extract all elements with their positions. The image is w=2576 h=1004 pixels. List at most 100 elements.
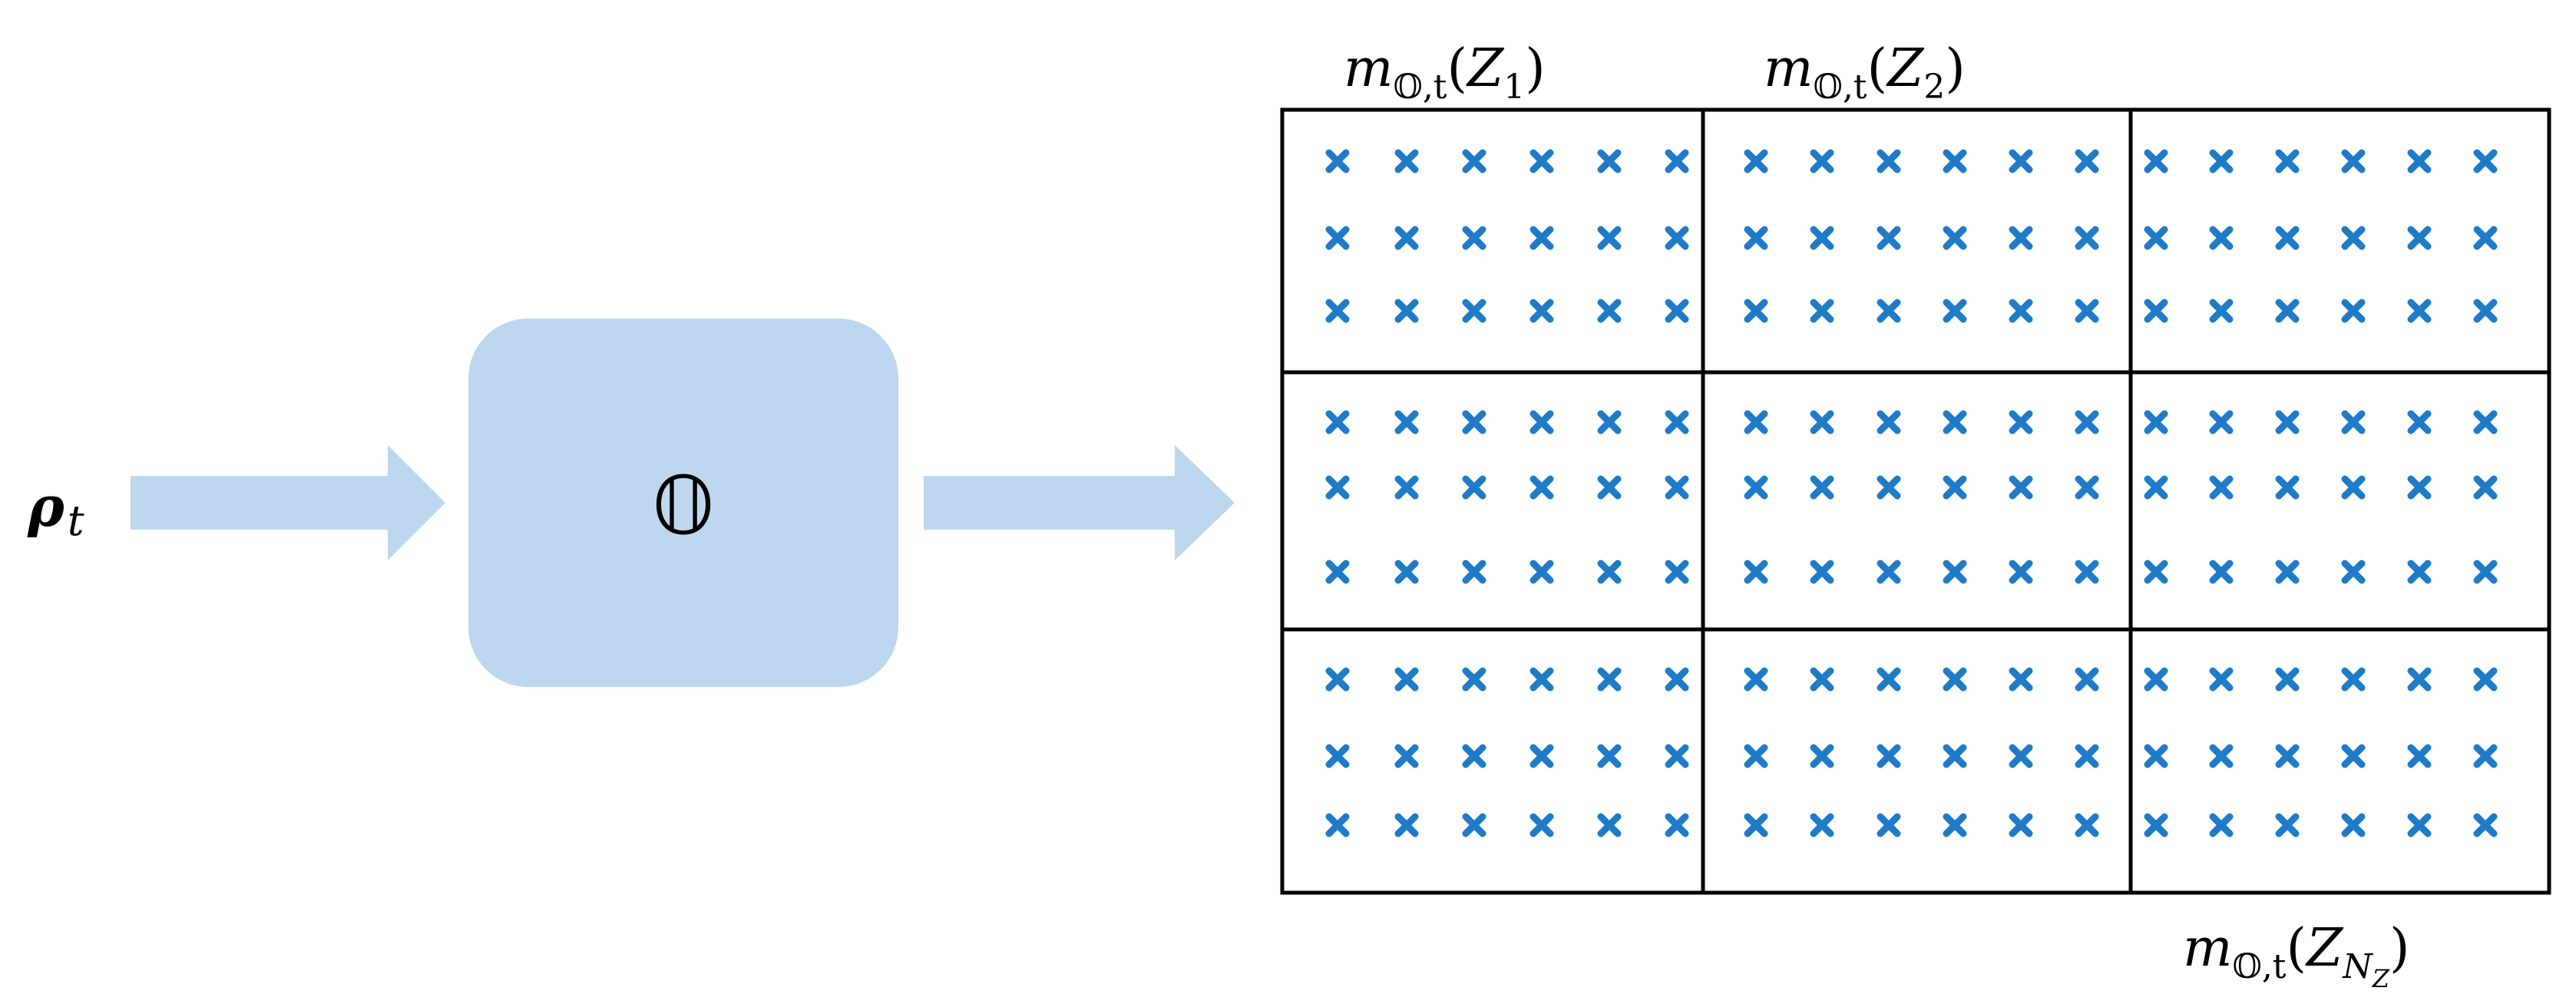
measurement-marker	[2407, 226, 2432, 250]
measurement-marker	[1810, 475, 1834, 500]
zone-label-nz: m𝕆,t(ZNZ)	[2183, 918, 2410, 993]
measurement-marker	[2341, 226, 2366, 250]
measurement-marker	[2144, 560, 2168, 584]
measurement-marker	[2075, 813, 2099, 837]
measurement-marker	[2407, 667, 2432, 692]
measurement-marker	[2275, 560, 2300, 584]
grid-border	[1280, 107, 2551, 895]
measurement-marker	[1744, 667, 1768, 692]
measurement-marker	[1462, 813, 1486, 837]
measurement-marker	[1810, 410, 1834, 434]
measurement-marker	[2009, 299, 2033, 323]
zone-grid	[1280, 107, 2551, 895]
measurement-marker	[1597, 410, 1622, 434]
measurement-marker	[1877, 410, 1901, 434]
measurement-marker	[1665, 667, 1689, 692]
measurement-marker	[1394, 149, 1419, 173]
measurement-marker	[2341, 475, 2366, 500]
measurement-marker	[1462, 410, 1486, 434]
measurement-marker	[2075, 410, 2099, 434]
measurement-marker	[1877, 149, 1901, 173]
input-label: ρt	[27, 474, 84, 545]
measurement-marker	[1744, 560, 1768, 584]
measurement-marker	[1462, 149, 1486, 173]
measurement-marker	[2009, 475, 2033, 500]
measurement-marker	[1665, 475, 1689, 500]
measurement-marker	[2009, 226, 2033, 250]
measurement-marker	[2473, 475, 2498, 500]
measurement-marker	[2009, 560, 2033, 584]
output-arrow	[924, 445, 1235, 560]
measurement-marker	[1744, 226, 1768, 250]
measurement-marker	[1325, 813, 1350, 837]
measurement-marker	[2075, 226, 2099, 250]
measurement-marker	[1877, 744, 1901, 768]
measurement-marker	[1325, 667, 1350, 692]
measurement-marker	[2341, 149, 2366, 173]
measurement-marker	[2209, 475, 2234, 500]
measurement-marker	[2275, 299, 2300, 323]
measurement-marker	[2144, 744, 2168, 768]
measurement-marker	[2075, 744, 2099, 768]
measurement-marker	[2075, 299, 2099, 323]
measurement-marker	[1462, 299, 1486, 323]
measurement-marker	[2407, 410, 2432, 434]
measurement-marker	[1877, 299, 1901, 323]
measurement-marker	[2473, 299, 2498, 323]
measurement-marker	[1529, 813, 1554, 837]
measurement-marker	[2144, 149, 2168, 173]
measurement-marker	[1877, 667, 1901, 692]
measurement-marker	[1744, 744, 1768, 768]
measurement-marker	[1325, 226, 1350, 250]
measurement-marker	[1810, 744, 1834, 768]
measurement-marker	[2009, 744, 2033, 768]
measurement-marker	[1597, 813, 1622, 837]
measurement-marker	[2473, 226, 2498, 250]
measurement-marker	[1665, 299, 1689, 323]
measurement-marker	[1529, 475, 1554, 500]
measurement-marker	[1462, 744, 1486, 768]
measurement-marker	[2473, 149, 2498, 173]
measurement-marker	[1665, 813, 1689, 837]
measurement-marker	[1943, 560, 1967, 584]
measurement-marker	[1394, 813, 1419, 837]
measurement-marker	[2407, 813, 2432, 837]
measurement-marker	[2209, 560, 2234, 584]
measurement-marker	[1877, 813, 1901, 837]
measurement-marker	[1877, 226, 1901, 250]
measurement-marker	[2473, 744, 2498, 768]
measurement-marker	[2209, 226, 2234, 250]
measurement-marker	[1943, 149, 1967, 173]
measurement-marker	[2473, 410, 2498, 434]
measurement-marker	[2209, 299, 2234, 323]
measurement-marker	[2275, 410, 2300, 434]
measurement-marker	[2209, 744, 2234, 768]
measurement-marker	[2275, 226, 2300, 250]
measurement-marker	[1529, 744, 1554, 768]
measurement-marker	[2144, 410, 2168, 434]
measurement-marker	[2275, 744, 2300, 768]
measurement-marker	[1529, 299, 1554, 323]
measurement-marker	[1810, 149, 1834, 173]
measurement-marker	[2341, 410, 2366, 434]
measurement-marker	[2341, 667, 2366, 692]
measurement-marker	[1597, 226, 1622, 250]
measurement-marker	[1810, 667, 1834, 692]
measurement-marker	[1597, 475, 1622, 500]
measurement-marker	[1943, 667, 1967, 692]
measurement-marker	[1810, 226, 1834, 250]
measurement-marker	[1943, 744, 1967, 768]
measurement-marker	[1744, 299, 1768, 323]
measurement-marker	[1665, 149, 1689, 173]
measurement-marker	[2275, 813, 2300, 837]
measurement-marker	[2473, 813, 2498, 837]
measurement-points	[1325, 149, 2498, 837]
measurement-marker	[2407, 560, 2432, 584]
measurement-marker	[2473, 667, 2498, 692]
measurement-marker	[2209, 410, 2234, 434]
measurement-marker	[1597, 560, 1622, 584]
measurement-marker	[1665, 410, 1689, 434]
measurement-marker	[1529, 226, 1554, 250]
measurement-marker	[1665, 744, 1689, 768]
